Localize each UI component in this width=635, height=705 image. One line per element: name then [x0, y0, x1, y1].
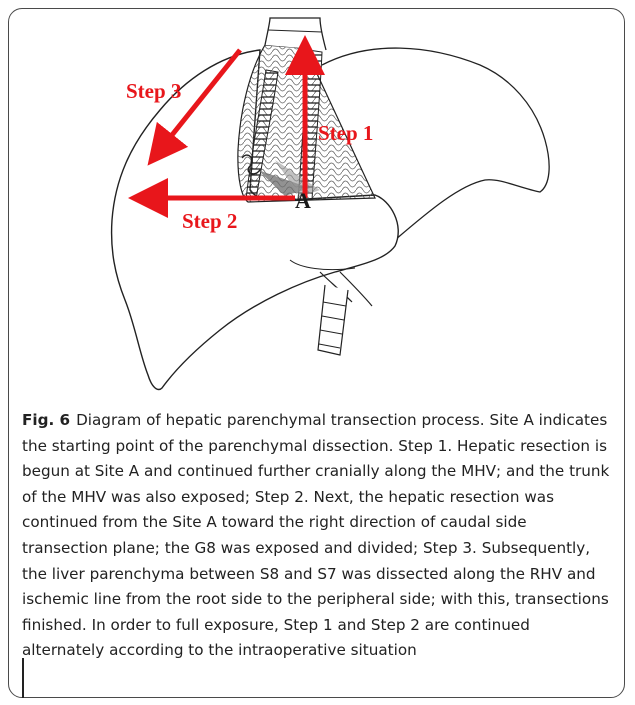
- liver-diagram-figure: Step 1 Step 2 Step 3 A: [90, 10, 560, 400]
- liver-diagram: Step 1 Step 2 Step 3 A: [90, 10, 560, 400]
- caption-text: Diagram of hepatic parenchymal transecti…: [22, 411, 609, 659]
- step3-label: Step 3: [126, 79, 181, 103]
- site-a-label: A: [295, 188, 311, 213]
- ivc-top: [265, 18, 326, 50]
- step1-label: Step 1: [318, 121, 373, 145]
- caption-divider: [22, 658, 24, 698]
- figure-number: Fig. 6: [22, 411, 70, 429]
- step2-label: Step 2: [182, 209, 237, 233]
